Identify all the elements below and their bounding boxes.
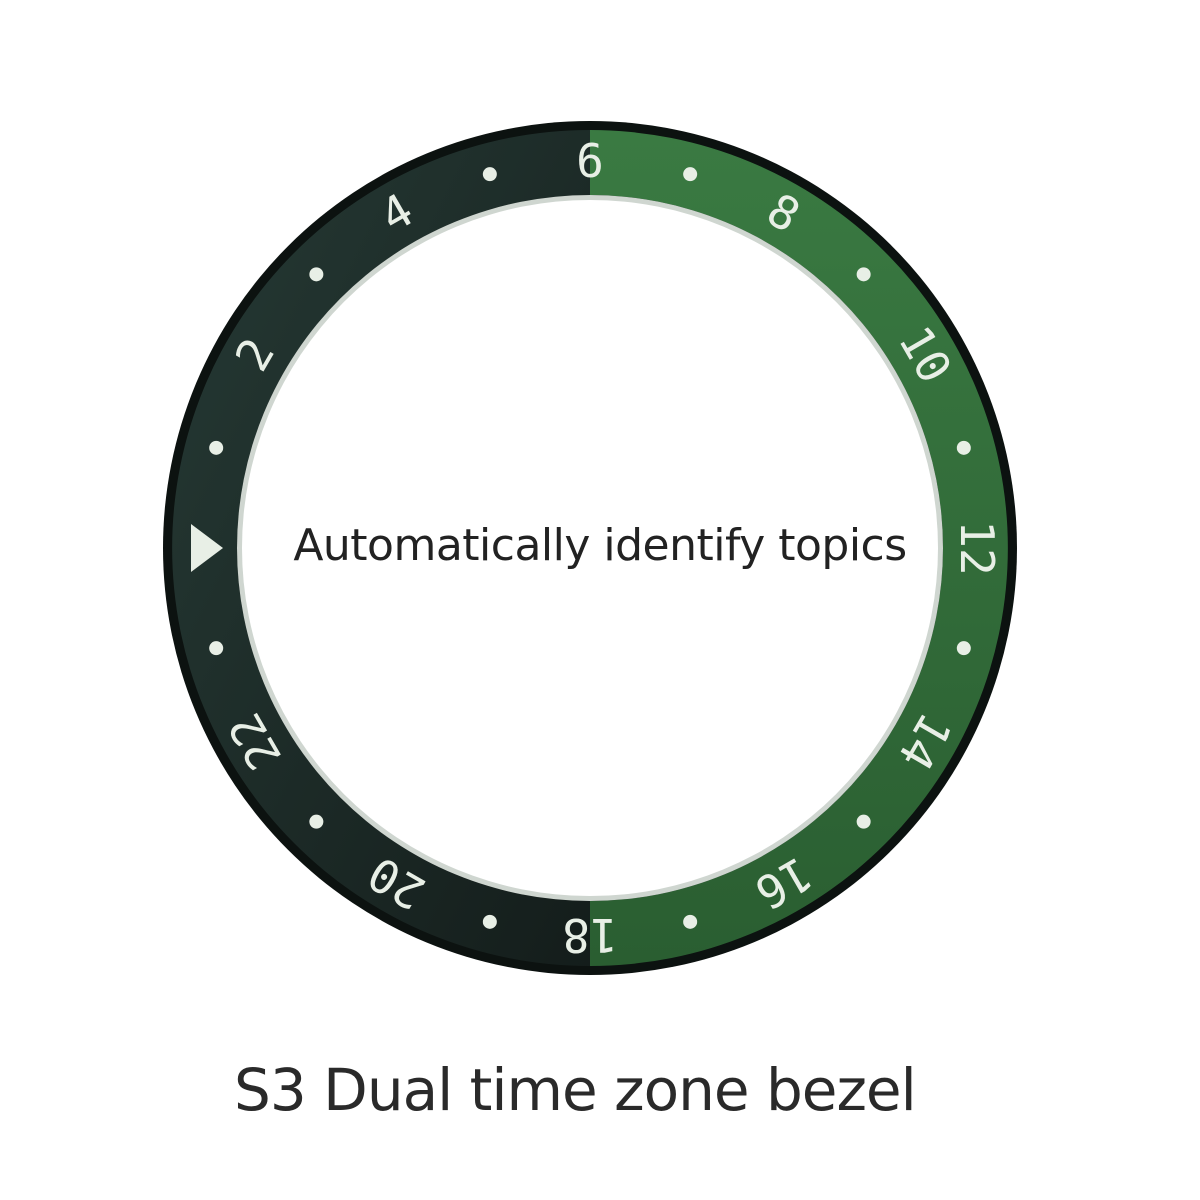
bezel-numeral-6: 6 [576,134,604,188]
dot-marker-icon [683,914,698,929]
dot-marker-icon [482,167,497,182]
triangle-marker-icon [191,524,223,572]
dot-marker-icon [683,167,698,182]
dot-marker-icon [309,814,324,829]
dot-marker-icon [856,814,871,829]
bezel-black-half [172,130,590,966]
product-caption: S3 Dual time zone bezel [234,1056,917,1124]
bezel-green-half [590,130,1008,966]
dot-marker-icon [956,641,971,656]
bezel-numeral-12: 12 [950,520,1004,575]
dot-marker-icon [956,440,971,455]
dot-marker-icon [209,641,224,656]
dot-marker-icon [856,267,871,282]
dot-marker-icon [482,914,497,929]
bezel-center [242,200,938,896]
dot-marker-icon [309,267,324,282]
dot-marker-icon [209,440,224,455]
overlay-label: Automatically identify topics [293,520,907,571]
bezel-numeral-18: 18 [562,908,617,962]
